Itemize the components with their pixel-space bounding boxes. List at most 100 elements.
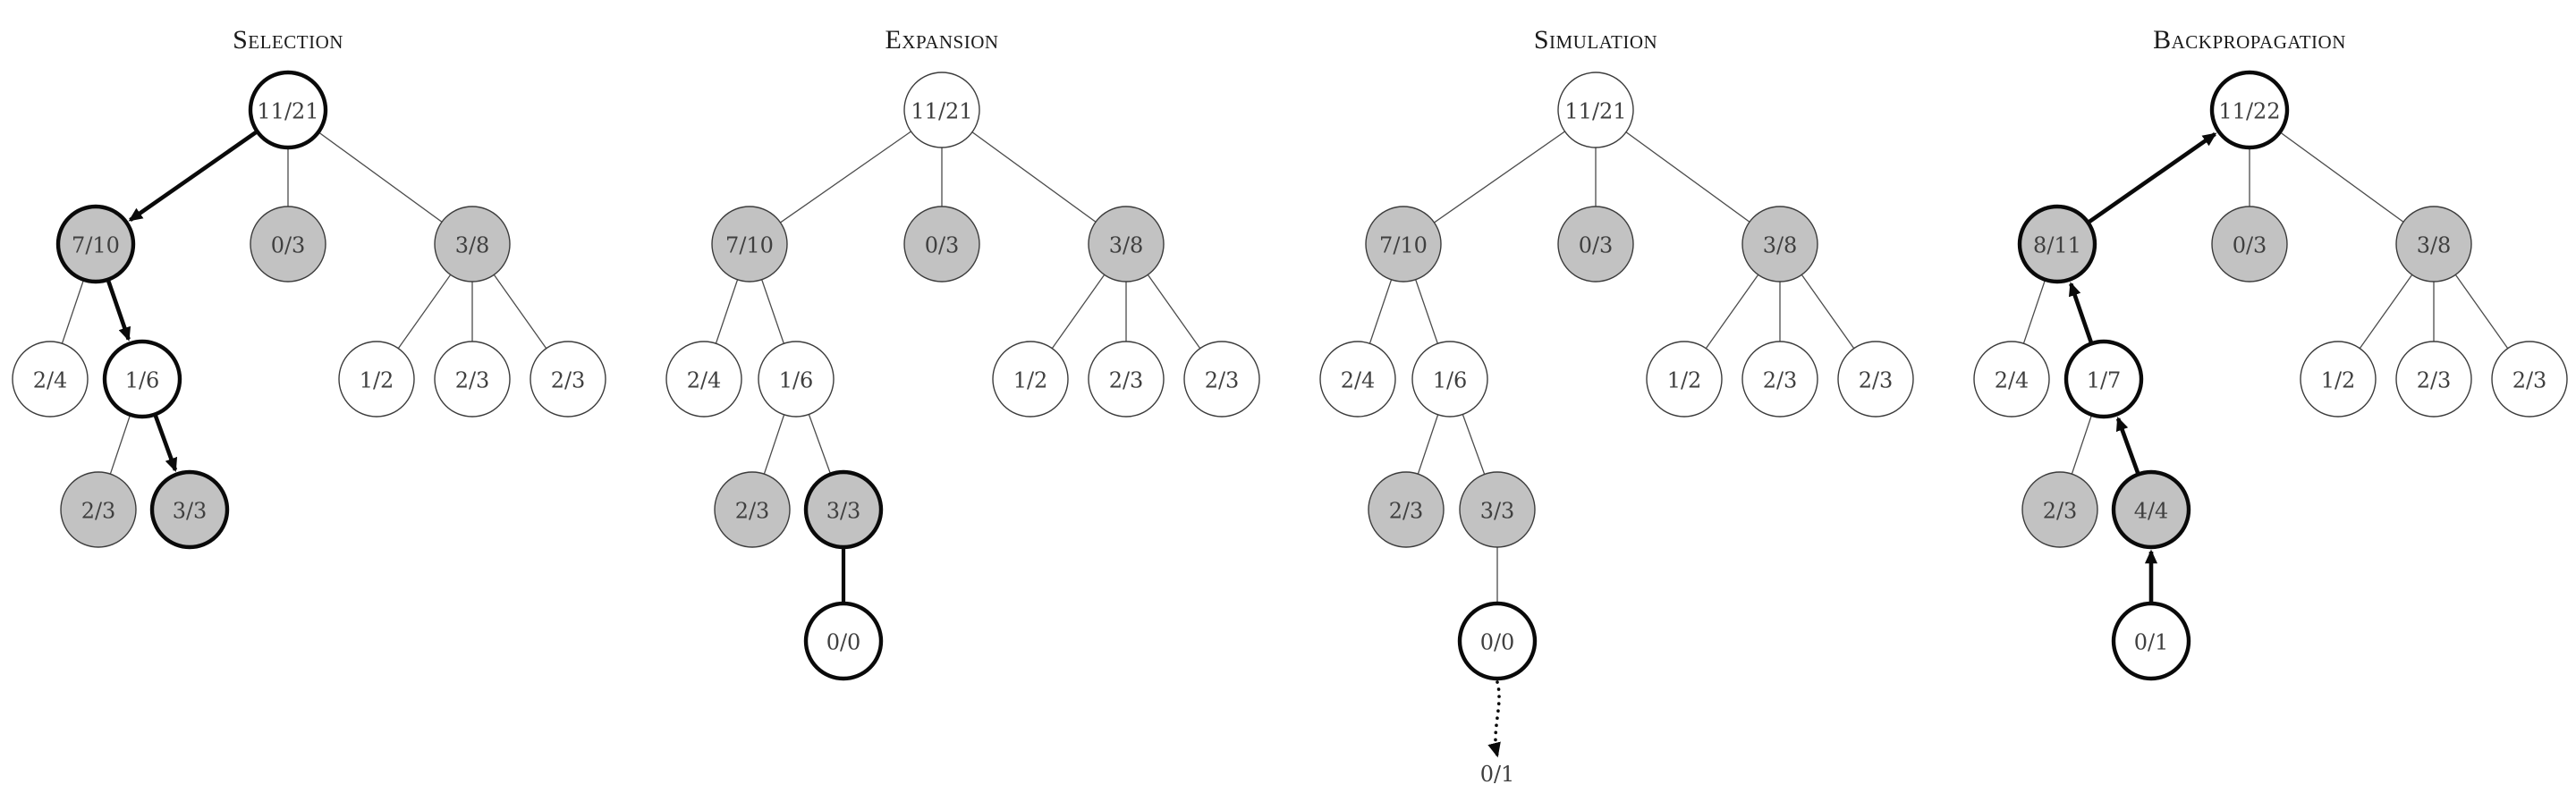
node-circle (60, 471, 137, 548)
node-label: 2/4 (33, 368, 68, 393)
node-label: 0/3 (925, 233, 960, 258)
edge-selection-root-a (128, 130, 258, 222)
node-label: 2/3 (2512, 368, 2547, 393)
node-label: 2/3 (551, 368, 586, 393)
tree-node-selection-a2: 1/6 (102, 339, 182, 419)
node-circle (714, 471, 791, 548)
node-label: 8/11 (2033, 233, 2081, 258)
node-label: 3/3 (826, 499, 861, 524)
tree-node-simulation-root: 11/21 (1557, 72, 1634, 148)
node-circle (2211, 206, 2288, 283)
node-label: 2/4 (687, 368, 722, 393)
node-circle (55, 204, 136, 284)
node-circle (2395, 206, 2472, 283)
node-label: 1/7 (2087, 368, 2122, 393)
node-label: 2/3 (81, 499, 116, 524)
tree-node-selection-a1: 2/4 (12, 341, 89, 418)
node-label: 7/10 (72, 233, 120, 258)
edge-simulation-root-a (1402, 109, 1597, 245)
tree-node-simulation-a2a: 2/3 (1368, 471, 1445, 548)
tree-node-expansion-c3: 2/3 (1183, 341, 1260, 418)
node-circle (1319, 341, 1396, 418)
tree-node-simulation-c2: 2/3 (1741, 341, 1818, 418)
phase-title-simulation: Simulation (1534, 25, 1657, 55)
node-label: 1/6 (779, 368, 814, 393)
tree-node-selection-c3: 2/3 (530, 341, 606, 418)
tree-node-expansion-c: 3/8 (1088, 206, 1165, 283)
node-circle (803, 469, 884, 550)
node-circle (711, 206, 788, 283)
tree-node-selection-a2b: 3/3 (149, 469, 230, 550)
tree-node-backpropagation-a1: 2/4 (1973, 341, 2050, 418)
node-circle (1973, 341, 2050, 418)
node-circle (338, 341, 415, 418)
node-label: 11/21 (1564, 99, 1626, 124)
node-circle (248, 70, 328, 150)
rollout-arrow (1487, 680, 1501, 758)
node-circle (1557, 206, 1634, 283)
tree-node-backpropagation-a: 8/11 (2017, 204, 2097, 284)
node-circle (434, 206, 511, 283)
node-label: 1/6 (125, 368, 160, 393)
tree-node-simulation-a2: 1/6 (1411, 341, 1488, 418)
node-label: 2/3 (1205, 368, 1240, 393)
edge-selection-a-a2 (106, 278, 131, 342)
tree-node-simulation-a2b: 3/3 (1459, 471, 1536, 548)
node-circle (1741, 341, 1818, 418)
node-label: 2/3 (735, 499, 770, 524)
phase-title-backpropagation: Backpropagation (2153, 25, 2346, 55)
tree-node-simulation-c: 3/8 (1741, 206, 1818, 283)
tree-node-simulation-b: 0/3 (1557, 206, 1634, 283)
node-circle (992, 341, 1069, 418)
tree-node-simulation-c3: 2/3 (1837, 341, 1914, 418)
node-label: 7/10 (725, 233, 774, 258)
node-label: 3/8 (1763, 233, 1798, 258)
node-label: 2/3 (1389, 499, 1424, 524)
node-circle (803, 601, 884, 681)
tree-node-expansion-d1: 0/0 (803, 601, 884, 681)
node-label: 3/3 (1480, 499, 1515, 524)
node-circle (1365, 206, 1442, 283)
node-label: 11/22 (2218, 99, 2280, 124)
node-circle (758, 341, 835, 418)
node-circle (2111, 601, 2191, 681)
node-label: 2/4 (1995, 368, 2029, 393)
tree-node-selection-c1: 1/2 (338, 341, 415, 418)
tree-node-backpropagation-c3: 2/3 (2491, 341, 2568, 418)
node-circle (1646, 341, 1723, 418)
node-circle (2491, 341, 2568, 418)
phase-title-expansion: Expansion (885, 25, 998, 55)
node-label: 2/3 (1859, 368, 1894, 393)
tree-node-expansion-a1: 2/4 (665, 341, 742, 418)
tree-node-simulation-c1: 1/2 (1646, 341, 1723, 418)
node-circle (250, 206, 326, 283)
node-circle (2209, 70, 2290, 150)
tree-node-selection-b: 0/3 (250, 206, 326, 283)
node-circle (1741, 206, 1818, 283)
node-circle (2395, 341, 2472, 418)
node-circle (434, 341, 511, 418)
node-label: 3/8 (455, 233, 490, 258)
node-circle (12, 341, 89, 418)
node-circle (2300, 341, 2377, 418)
node-label: 2/3 (1109, 368, 1144, 393)
tree-node-expansion-c2: 2/3 (1088, 341, 1165, 418)
edge-selection-a2-a2b (153, 413, 178, 473)
node-label: 0/1 (2134, 630, 2169, 655)
tree-node-selection-c: 3/8 (434, 206, 511, 283)
node-circle (1457, 601, 1538, 681)
tree-node-backpropagation-c1: 1/2 (2300, 341, 2377, 418)
node-circle (1088, 341, 1165, 418)
tree-node-expansion-b: 0/3 (903, 206, 980, 283)
edge-backpropagation-a2b-a2 (2115, 416, 2140, 476)
node-circle (1837, 341, 1914, 418)
tree-node-selection-root: 11/21 (248, 70, 328, 150)
tree-node-backpropagation-root: 11/22 (2209, 70, 2290, 150)
tree-node-backpropagation-b: 0/3 (2211, 206, 2288, 283)
edge-backpropagation-a-root (2087, 132, 2217, 224)
node-circle (903, 72, 980, 148)
node-circle (149, 469, 230, 550)
